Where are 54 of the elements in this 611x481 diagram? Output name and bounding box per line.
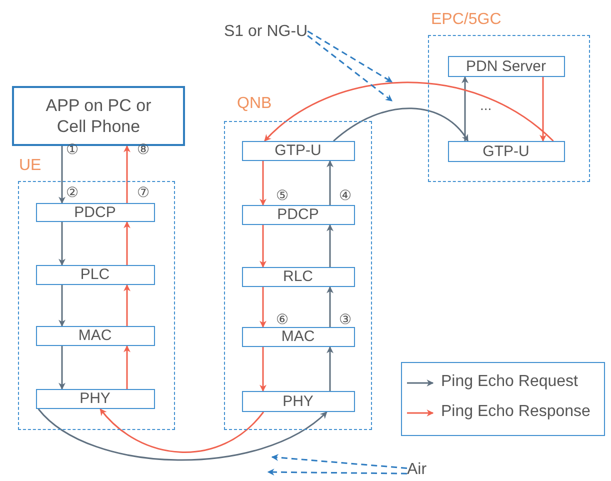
layer-box: GTP-U xyxy=(448,140,564,162)
arrow xyxy=(100,408,264,453)
ellipsis-text: ... xyxy=(480,98,492,112)
layer-box: MAC xyxy=(36,326,154,346)
arrow xyxy=(326,286,334,327)
box-label: APP on PC or Cell Phone xyxy=(44,94,152,138)
arrow xyxy=(260,347,266,392)
arrow xyxy=(540,77,546,142)
arrow xyxy=(58,285,66,327)
arrow xyxy=(58,146,66,204)
arrow xyxy=(326,160,334,205)
layer-box: PDCP xyxy=(36,202,154,222)
arrow xyxy=(58,222,66,266)
step-number: ① xyxy=(66,142,79,156)
layer-box: PDN Server xyxy=(448,56,564,76)
layer-box: GTP-U xyxy=(242,140,354,160)
arrow xyxy=(326,224,334,267)
arrow xyxy=(267,468,407,476)
layer-box: RLC xyxy=(242,266,354,286)
step-number: ② xyxy=(66,185,79,199)
arrow xyxy=(260,225,266,268)
group-label: EPC/5GC xyxy=(431,11,502,29)
arrow xyxy=(462,76,468,141)
step-number: ⑧ xyxy=(137,142,150,156)
arrow xyxy=(124,284,130,326)
layer-box: PHY xyxy=(36,388,154,408)
arrow xyxy=(271,454,408,469)
step-number: ④ xyxy=(339,188,352,202)
layer-box: PHY xyxy=(242,390,354,412)
arrow xyxy=(307,30,393,83)
arrow xyxy=(333,108,469,142)
arrow xyxy=(38,408,328,461)
arrow xyxy=(260,287,266,328)
legend-label: Ping Echo Response xyxy=(441,404,590,420)
arrow xyxy=(124,345,130,389)
layer-box: PDCP xyxy=(242,204,354,224)
arrow xyxy=(124,221,130,265)
arrow xyxy=(260,161,266,206)
arrow xyxy=(307,35,393,102)
annotation-text: S1 or NG-U xyxy=(224,23,308,41)
arrow xyxy=(264,82,554,142)
arrow xyxy=(326,346,334,391)
step-number: ⑦ xyxy=(137,185,150,199)
arrow xyxy=(58,346,66,390)
arrow xyxy=(124,145,130,203)
step-number: ⑤ xyxy=(276,188,289,202)
layer-box: PLC xyxy=(36,264,154,284)
annotation-text: Air xyxy=(407,461,427,479)
step-number: ③ xyxy=(339,312,352,326)
group-label: UE xyxy=(19,157,42,175)
legend-label: Ping Echo Request xyxy=(441,374,578,390)
step-number: ⑥ xyxy=(276,312,289,326)
group-label: QNB xyxy=(237,95,272,113)
layer-box: MAC xyxy=(242,326,354,346)
